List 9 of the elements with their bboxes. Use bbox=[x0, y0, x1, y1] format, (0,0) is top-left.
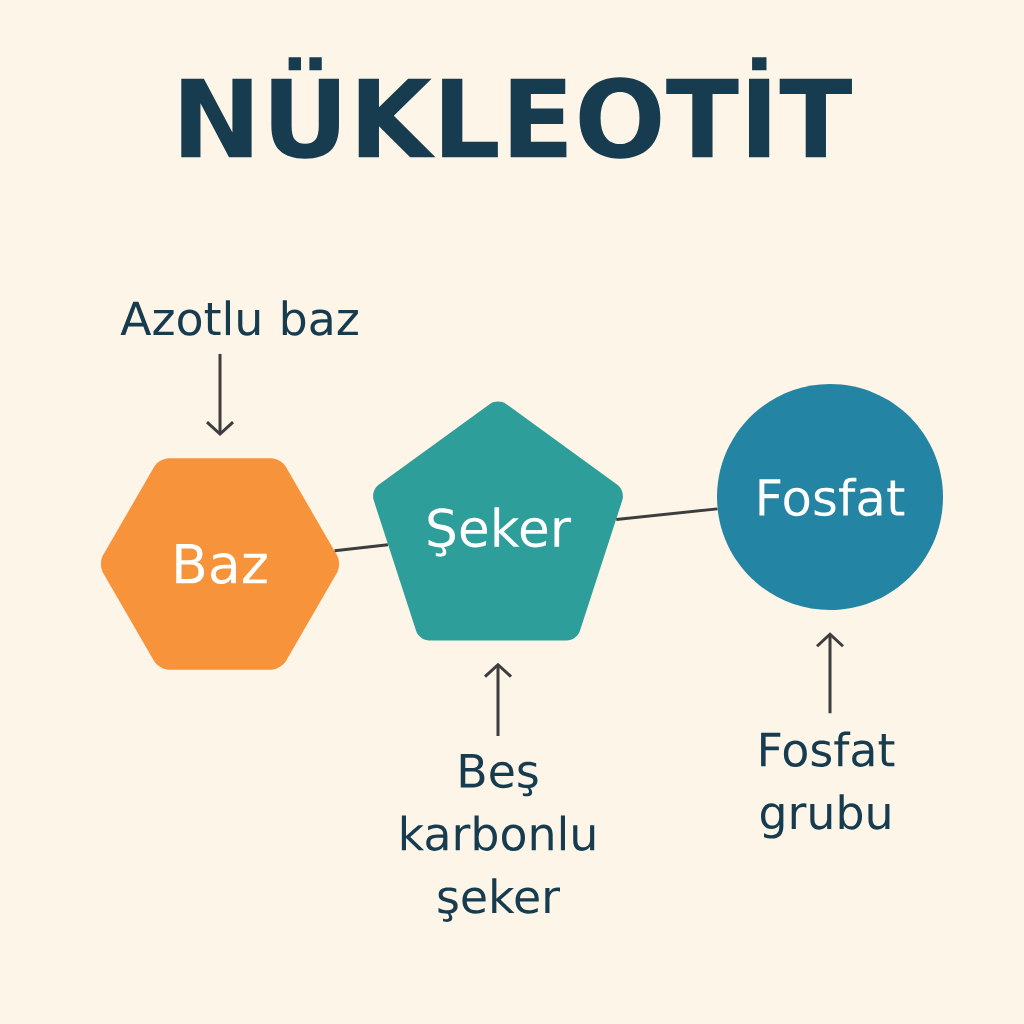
connector-line bbox=[334, 543, 389, 553]
connector-line bbox=[616, 507, 718, 522]
label-text: Fosfat grubu bbox=[761, 731, 895, 839]
label-text: Azotlu baz bbox=[120, 300, 358, 336]
title: NÜKLEOTİT bbox=[181, 57, 852, 159]
arrow bbox=[816, 632, 845, 714]
label-text: Beş karbonlu şeker bbox=[401, 754, 595, 922]
arrow bbox=[206, 353, 235, 437]
arrow bbox=[484, 662, 513, 736]
